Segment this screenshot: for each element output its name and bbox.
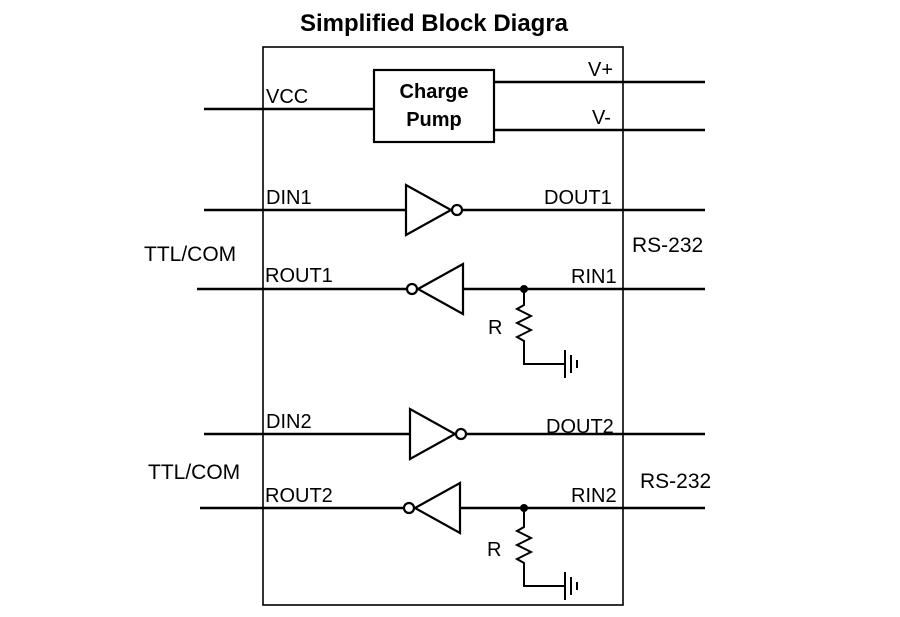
din2-label: DIN2	[266, 411, 312, 433]
receiver2-buffer	[412, 481, 462, 535]
rout1-label: ROUT1	[265, 265, 333, 287]
rin2-label: RIN2	[571, 485, 617, 507]
resistor-r1-label: R	[488, 317, 502, 339]
resistor-r1	[514, 289, 565, 365]
vcc-label: VCC	[266, 86, 308, 108]
v-minus-label: V-	[592, 107, 611, 129]
charge-pump-label-line2: Pump	[406, 109, 462, 131]
rs232-label-2: RS-232	[640, 470, 711, 493]
charge-pump-label-line1: Charge	[400, 81, 469, 103]
driver1-buffer	[404, 183, 454, 237]
dout1-label: DOUT1	[544, 187, 612, 209]
driver2-buffer	[408, 407, 458, 461]
diagram-title: Simplified Block Diagra	[300, 10, 569, 37]
dout2-label: DOUT2	[546, 416, 614, 438]
rs232-label-1: RS-232	[632, 234, 703, 257]
driver1-inverter-bubble	[450, 203, 464, 217]
resistor-r2	[514, 508, 565, 587]
receiver1-buffer	[415, 262, 465, 316]
ground-icon	[564, 350, 578, 378]
din1-label: DIN1	[266, 187, 312, 209]
ttl-com-label-1: TTL/COM	[144, 243, 236, 266]
rout2-label: ROUT2	[265, 485, 333, 507]
driver2-inverter-bubble	[454, 427, 468, 441]
rin1-label: RIN1	[571, 266, 617, 288]
v-plus-label: V+	[588, 59, 613, 81]
resistor-r2-label: R	[487, 539, 501, 561]
chip-outline	[262, 46, 624, 606]
ground-icon	[564, 572, 578, 600]
receiver2-inverter-bubble	[402, 501, 416, 515]
receiver1-inverter-bubble	[405, 282, 419, 296]
ttl-com-label-2: TTL/COM	[148, 461, 240, 484]
charge-pump-box	[372, 68, 496, 144]
